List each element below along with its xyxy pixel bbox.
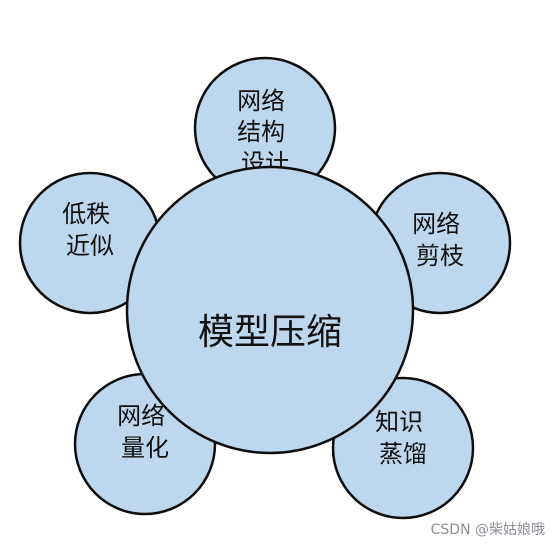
satellite-label-line: 知识 (375, 408, 423, 436)
center-node: 模型压缩 (125, 165, 415, 455)
satellite-label-line: 剪枝 (416, 242, 464, 270)
satellite-label-line: 低秩 (62, 200, 110, 228)
satellite-network-design: 网络 结构 设计 (193, 56, 337, 200)
satellite-label-line: 结构 (237, 118, 285, 146)
satellite-label-line: 网络 (117, 402, 165, 430)
satellite-label-line: 量化 (121, 434, 169, 462)
center-circle (125, 165, 415, 455)
satellite-label-line: 网络 (237, 87, 285, 115)
satellite-label-line: 网络 (412, 210, 460, 238)
satellite-label: 低秩 近似 (62, 200, 118, 260)
satellite-label: 网络 结构 设计 (237, 87, 293, 177)
satellite-label: 网络 剪枝 (412, 210, 468, 270)
satellite-label: 知识 蒸馏 (375, 408, 431, 468)
satellite-label: 网络 量化 (117, 402, 173, 462)
satellite-label-line: 蒸馏 (379, 440, 427, 468)
center-label: 模型压缩 (198, 312, 342, 353)
watermark: CSDN @柴姑娘哦 (430, 522, 545, 538)
satellite-label-line: 近似 (66, 232, 114, 260)
